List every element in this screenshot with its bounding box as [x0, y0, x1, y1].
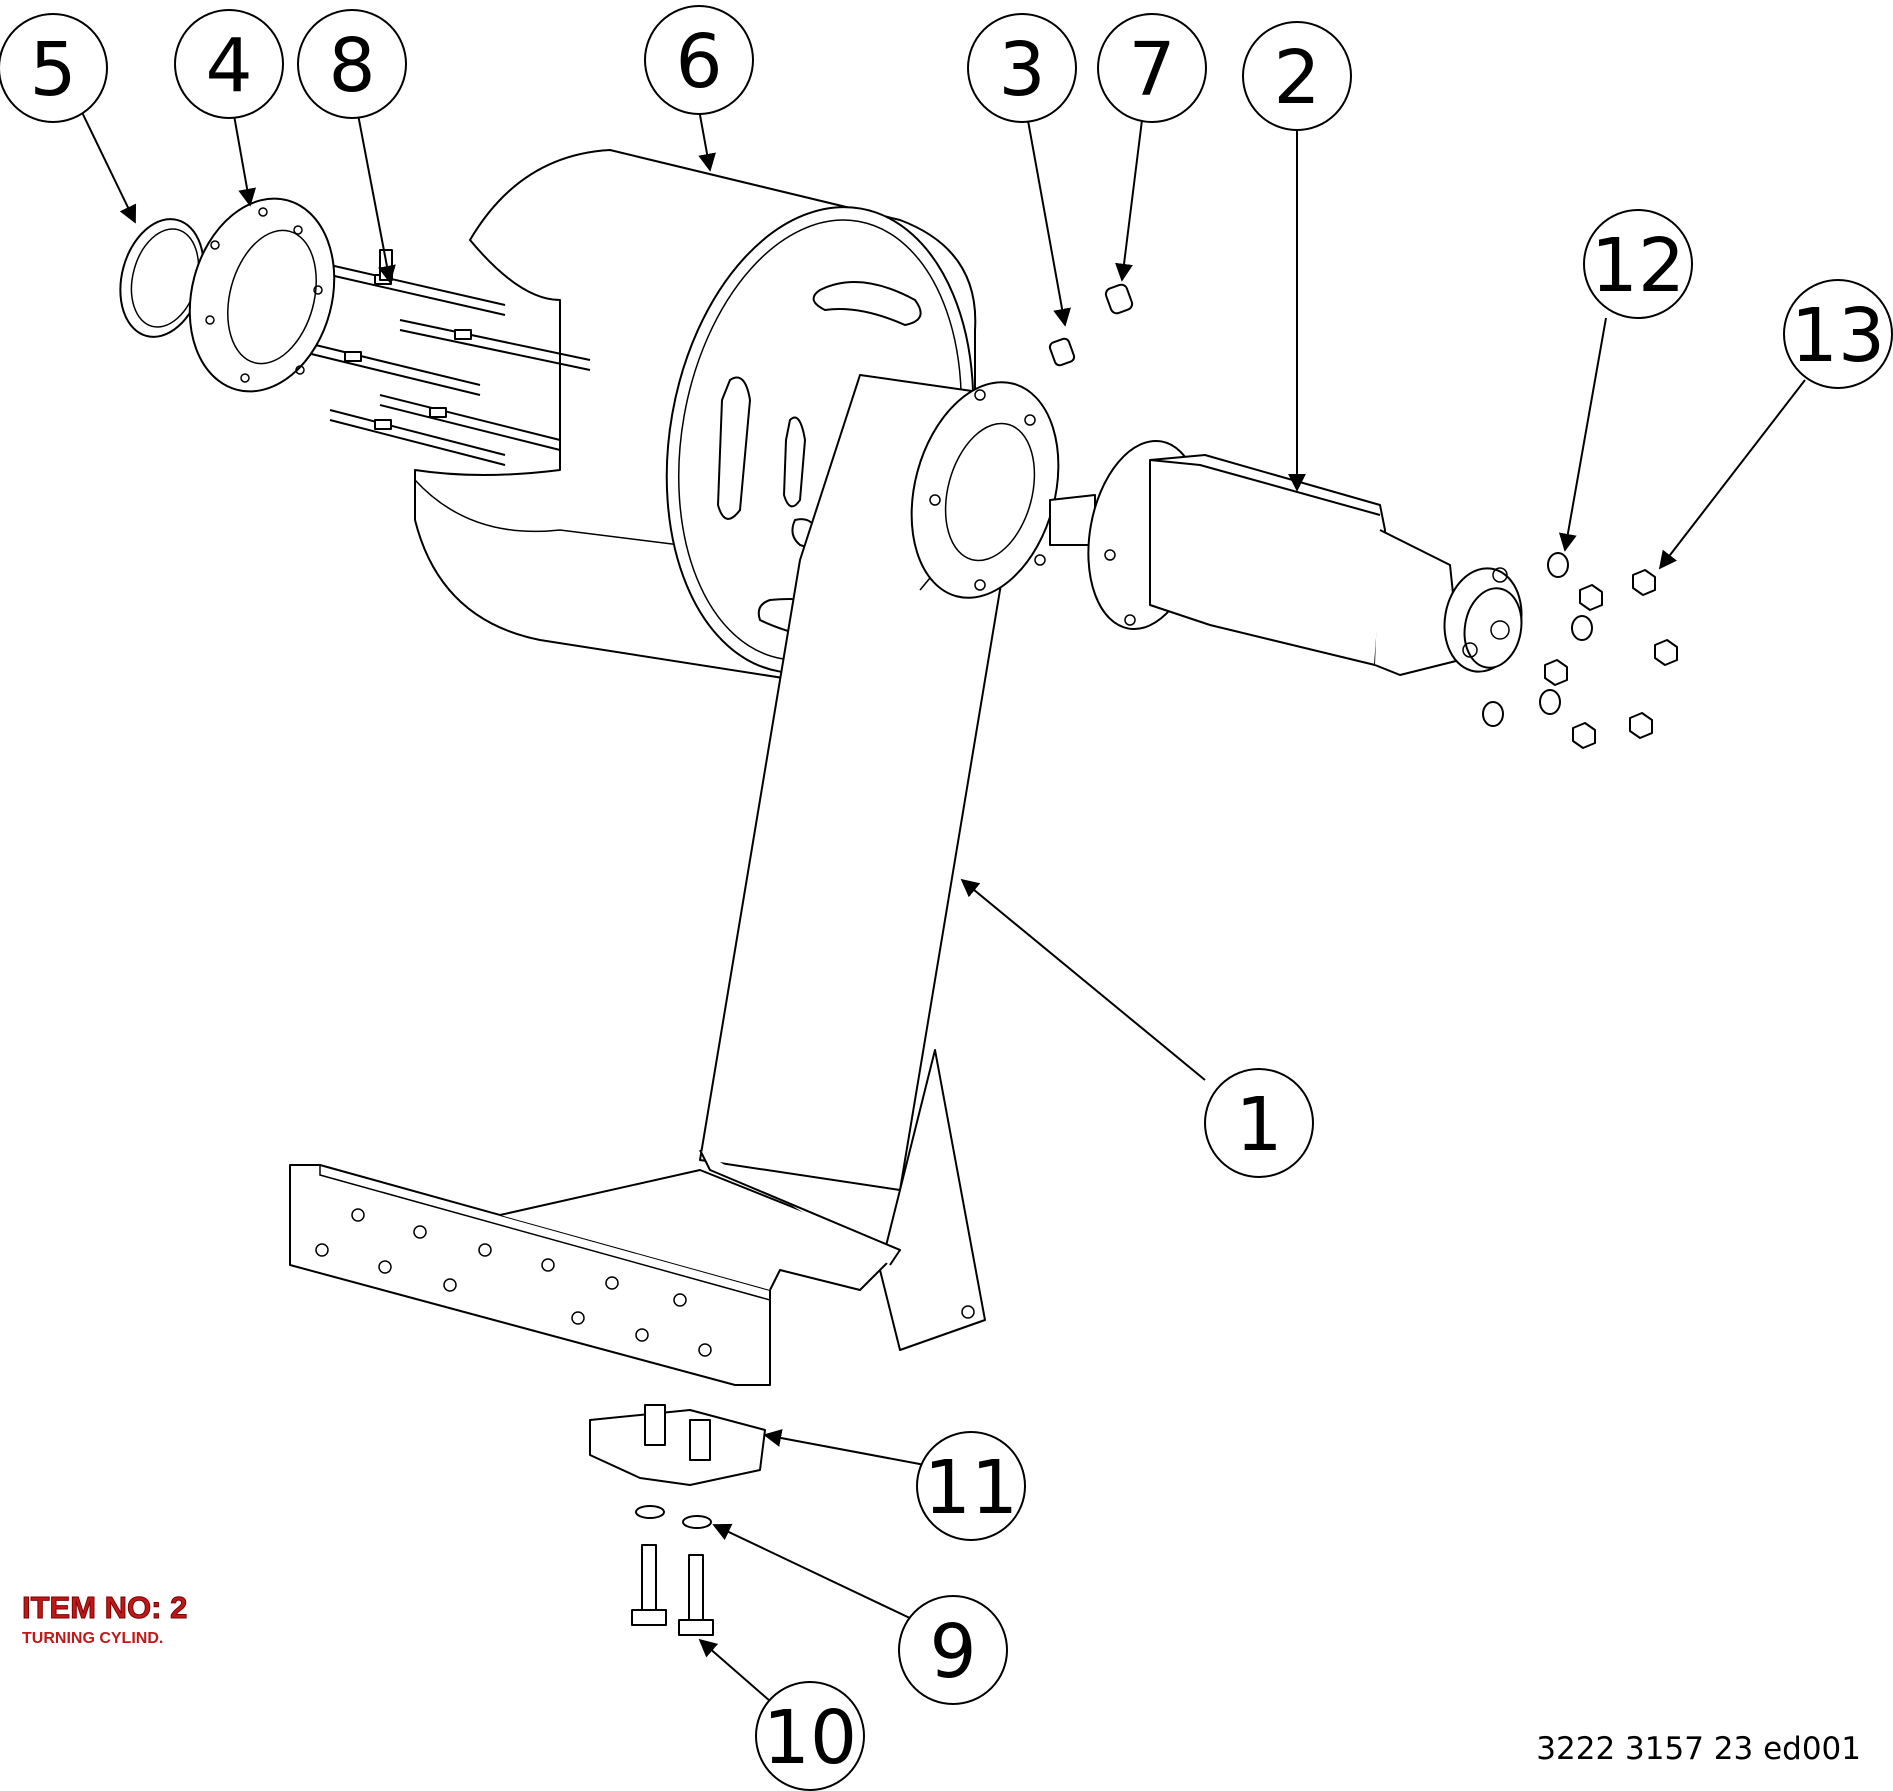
balloon-12: 12: [1583, 209, 1693, 319]
balloon-5: 5: [0, 13, 108, 123]
balloon-9-label: 9: [929, 1609, 976, 1695]
turning-cylinder-part: [1049, 439, 1523, 676]
balloon-2: 2: [1242, 21, 1352, 131]
balloon-2-label: 2: [1273, 35, 1320, 121]
balloon-10: 10: [755, 1681, 865, 1791]
flange-part: [188, 197, 336, 393]
balloon-4: 4: [174, 9, 284, 119]
bolt-washer-set: [631, 1505, 714, 1636]
balloon-9: 9: [898, 1595, 1008, 1705]
tie-rod-set: [294, 249, 591, 466]
balloon-13-label: 13: [1791, 293, 1885, 379]
item-description: TURNING CYLIND.: [22, 1630, 164, 1647]
balloon-5-label: 5: [29, 27, 76, 113]
balloon-12-label: 12: [1591, 223, 1685, 309]
balloon-11: 11: [916, 1431, 1026, 1541]
balloon-1-label: 1: [1235, 1082, 1282, 1168]
balloon-10-label: 10: [763, 1695, 857, 1781]
bracket-part: [589, 1404, 766, 1486]
main-frame-part: [289, 374, 1060, 1386]
balloon-8-label: 8: [328, 23, 375, 109]
balloon-13: 13: [1783, 279, 1893, 389]
balloon-8: 8: [297, 9, 407, 119]
washer-nut-set: [1482, 552, 1678, 749]
balloon-11-label: 11: [924, 1445, 1018, 1531]
balloon-1: 1: [1204, 1068, 1314, 1178]
balloon-3-label: 3: [998, 27, 1045, 113]
balloon-3: 3: [967, 13, 1077, 123]
balloon-7-label: 7: [1128, 27, 1175, 113]
balloon-4-label: 4: [205, 23, 252, 109]
item-number-title: ITEM NO: 2: [21, 1590, 188, 1626]
drawing-number: 3222 3157 23 ed001: [1536, 1731, 1861, 1767]
balloon-6: 6: [644, 5, 754, 115]
grease-nipple-part: [1048, 337, 1076, 367]
balloon-6-label: 6: [675, 19, 722, 105]
leader-lines: [77, 103, 1806, 1716]
balloon-7: 7: [1097, 13, 1207, 123]
bushing-part: [1104, 283, 1134, 315]
